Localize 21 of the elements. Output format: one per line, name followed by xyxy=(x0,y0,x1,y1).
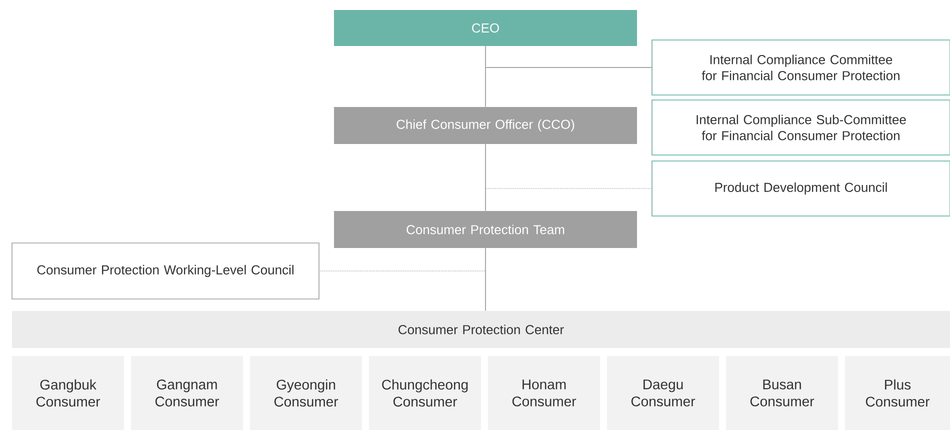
committee-box: Internal Compliance Sub-Committee for Financial Consumer Protection xyxy=(652,100,950,156)
council-box: Consumer Protection Working-Level Council xyxy=(12,242,320,300)
branch-box: Plus Consumer xyxy=(845,356,950,430)
branch-box: Chungcheong Consumer xyxy=(369,356,481,430)
branch-box: Honam Consumer xyxy=(488,356,600,430)
connector-line xyxy=(485,248,486,312)
officer-box: Chief Consumer Officer (CCO) xyxy=(334,107,637,144)
connector-line xyxy=(319,248,486,272)
officer-box: Consumer Protection Team xyxy=(334,211,637,248)
center-box: Consumer Protection Center xyxy=(12,311,950,348)
branch-box: Gyeongin Consumer xyxy=(250,356,362,430)
branch-box: Daegu Consumer xyxy=(607,356,719,430)
committee-box: Product Development Council xyxy=(652,160,950,216)
branch-box: Busan Consumer xyxy=(726,356,838,430)
connector-line xyxy=(485,144,486,212)
ceo-box: CEO xyxy=(334,10,637,46)
branch-box: Gangbuk Consumer xyxy=(12,356,124,430)
committee-box: Internal Compliance Committee for Financial Consumer Protection xyxy=(652,40,950,96)
branch-box: Gangnam Consumer xyxy=(131,356,243,430)
connector-line xyxy=(485,46,652,68)
connector-line xyxy=(485,144,652,189)
